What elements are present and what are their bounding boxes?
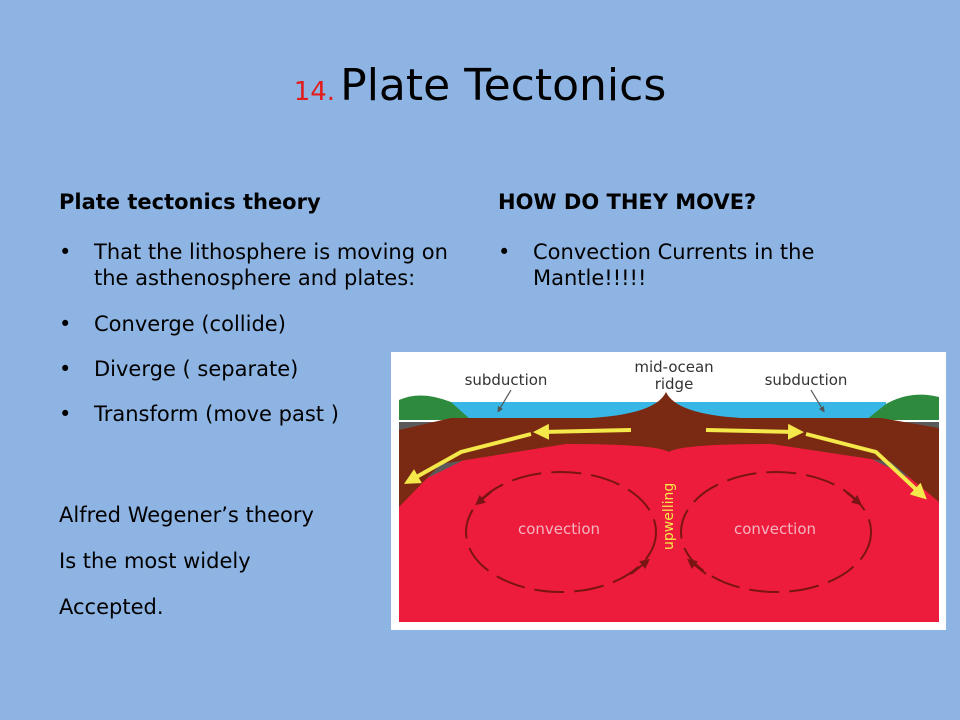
left-bullet-list: That the lithosphere is moving on the as… — [59, 239, 459, 446]
label-subduction-right: subduction — [765, 371, 848, 389]
label-convection-left: convection — [518, 520, 600, 538]
bullet-item: Diverge ( separate) — [59, 356, 459, 383]
right-column-heading: HOW DO THEY MOVE? — [498, 190, 757, 214]
text-line: Is the most widely — [59, 549, 251, 573]
subduction-pointer-left — [497, 389, 512, 413]
plate-arrow-right — [705, 423, 804, 440]
text-line: Accepted. — [59, 595, 164, 619]
convection-arrow — [845, 491, 862, 506]
label-ridge: ridge — [655, 375, 694, 393]
slide-title-text: Plate Tectonics — [340, 60, 667, 111]
convection-loop-right — [680, 471, 872, 593]
text-line: Alfred Wegener’s theory — [59, 503, 314, 527]
convection-arrow — [475, 491, 492, 506]
label-subduction-left: subduction — [465, 371, 548, 389]
plate-arrow-left — [533, 423, 632, 440]
label-mid-ocean: mid-ocean — [634, 358, 713, 376]
subduction-pointer-right — [810, 389, 825, 413]
convection-diagram: subduction mid-ocean ridge subduction up… — [391, 352, 946, 630]
left-plain-lines: Alfred Wegener’s theory Is the most wide… — [59, 500, 314, 638]
bullet-item: That the lithosphere is moving on the as… — [59, 239, 459, 292]
crust-layer — [399, 392, 939, 507]
right-bullet-list: Convection Currents in the Mantle!!!!! — [498, 239, 918, 311]
slide-number: 14. — [293, 77, 336, 107]
left-column-heading: Plate tectonics theory — [59, 190, 321, 214]
land-left — [399, 395, 471, 420]
bullet-item: Convection Currents in the Mantle!!!!! — [498, 239, 918, 292]
convection-loop-left — [465, 471, 657, 593]
convection-arrow — [630, 558, 650, 575]
convection-diagram-svg: subduction mid-ocean ridge subduction up… — [399, 358, 939, 622]
bullet-item: Transform (move past ) — [59, 401, 459, 428]
slide-title: 14. Plate Tectonics — [0, 60, 960, 111]
land-right — [866, 394, 939, 420]
plate-arrow-left-sink — [404, 432, 532, 484]
convection-arrow — [687, 558, 707, 575]
label-upwelling: upwelling — [661, 483, 677, 550]
label-convection-right: convection — [734, 520, 816, 538]
bullet-item: Converge (collide) — [59, 311, 459, 338]
plate-arrow-right-sink — [805, 432, 927, 500]
